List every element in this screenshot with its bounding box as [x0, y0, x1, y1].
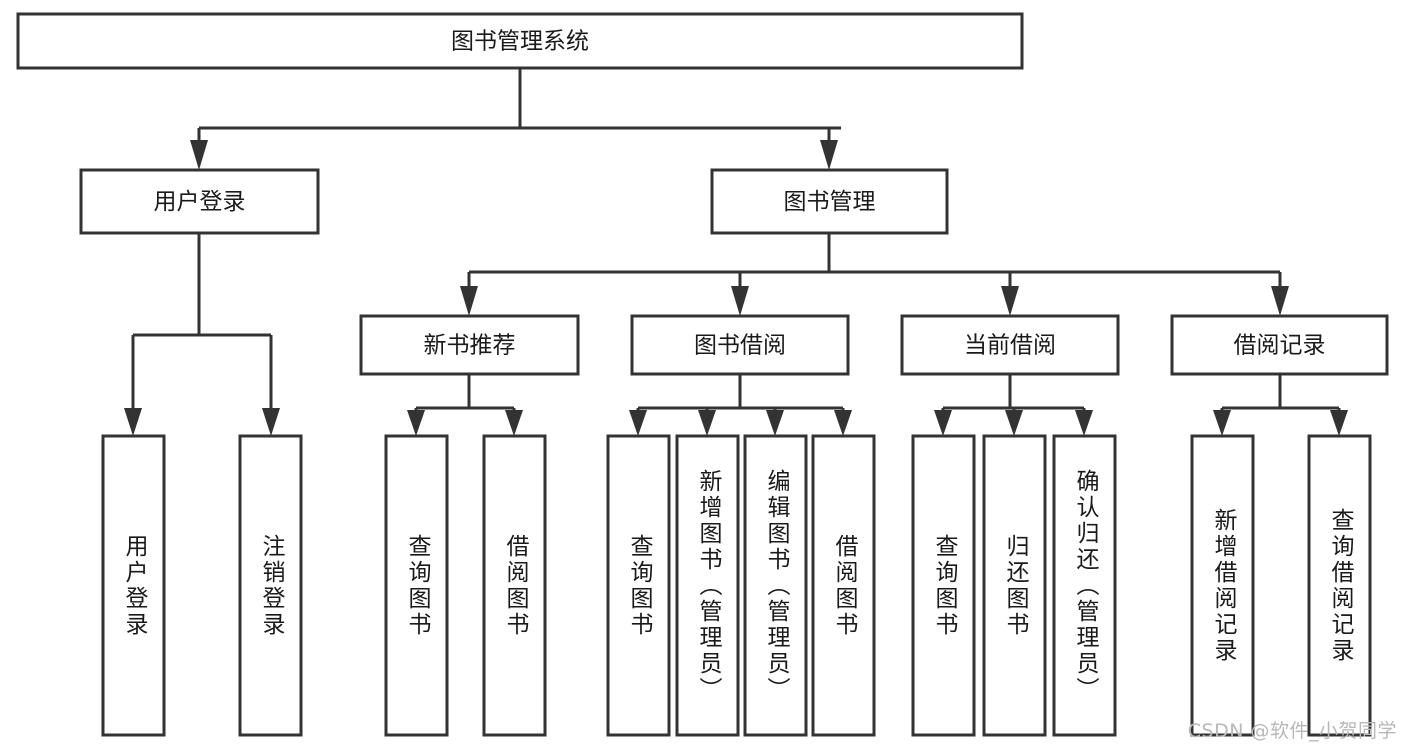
arrow-head-borrowrecord-leaf-1 — [1213, 410, 1231, 436]
arrow-head-leaf-logout — [262, 408, 280, 436]
node-root-label: 图书管理系统 — [451, 29, 589, 55]
arrow-head-borrowrecord-leaf-2 — [1330, 410, 1348, 436]
node-book-management[interactable]: 图书管理 — [710, 168, 949, 235]
arrow-head-bookborrow-leaf-2 — [698, 410, 716, 436]
arrow-head-currentborrow-leaf-1 — [934, 410, 952, 436]
arrow-head-newbook-leaf-2 — [505, 410, 523, 436]
node-book-management-label: 图书管理 — [784, 189, 876, 215]
node-level3-group: 新书推荐 图书借阅 当前借阅 借阅记录 — [359, 314, 1389, 376]
leaf-node-box[interactable] — [675, 434, 740, 737]
node-current-borrow-box[interactable] — [900, 314, 1120, 376]
leaf-node-box[interactable] — [743, 434, 808, 737]
arrow-head-current-borrow — [1001, 286, 1019, 316]
node-current-borrow[interactable]: 当前借阅 — [900, 314, 1120, 376]
node-user-login[interactable]: 用户登录 — [79, 168, 320, 235]
node-new-book-recommend[interactable]: 新书推荐 — [359, 314, 580, 376]
node-borrow-record-label: 借阅记录 — [1234, 333, 1326, 359]
arrow-head-book-manage — [820, 140, 838, 170]
connector-root-to-level2 — [190, 68, 841, 170]
leaf-node-box[interactable] — [811, 434, 876, 737]
connector-userlogin-to-leaves — [124, 233, 280, 436]
node-borrow-record[interactable]: 借阅记录 — [1170, 314, 1389, 376]
arrow-head-newbook-leaf-1 — [407, 410, 425, 436]
arrow-head-currentborrow-leaf-3 — [1075, 410, 1093, 436]
node-book-borrow[interactable]: 图书借阅 — [630, 314, 850, 376]
node-borrow-record-box[interactable] — [1170, 314, 1389, 376]
node-level2-group: 用户登录 图书管理 — [79, 168, 949, 235]
arrow-head-bookborrow-leaf-1 — [629, 410, 647, 436]
node-root-box[interactable] — [16, 12, 1024, 70]
connector-borrowrecord-to-leaves — [1213, 374, 1348, 436]
leaf-box-group — [101, 434, 1372, 737]
arrow-head-bookborrow-leaf-3 — [766, 410, 784, 436]
node-book-management-box[interactable] — [710, 168, 949, 235]
leaf-node-box[interactable] — [384, 434, 449, 737]
connector-bookborrow-to-leaves — [629, 374, 852, 436]
node-new-book-recommend-box[interactable] — [359, 314, 580, 376]
connector-bookmanage-to-level3 — [460, 233, 1289, 316]
leaf-node-box[interactable] — [1307, 434, 1372, 737]
connector-currentborrow-to-leaves — [934, 374, 1093, 436]
leaf-node-box[interactable] — [606, 434, 671, 737]
connector-newbook-to-leaves — [407, 374, 523, 436]
arrow-head-currentborrow-leaf-2 — [1005, 410, 1023, 436]
node-root[interactable]: 图书管理系统 — [16, 12, 1024, 70]
leaf-node-box[interactable] — [482, 434, 547, 737]
node-book-borrow-box[interactable] — [630, 314, 850, 376]
node-book-borrow-label: 图书借阅 — [694, 333, 786, 359]
leaf-node-box[interactable] — [1052, 434, 1117, 737]
leaf-node-box[interactable] — [911, 434, 976, 737]
arrow-head-borrow-record — [1271, 286, 1289, 316]
node-new-book-recommend-label: 新书推荐 — [424, 333, 516, 359]
arrow-head-leaf-user-login — [124, 408, 142, 436]
arrow-head-book-borrow — [731, 286, 749, 316]
leaf-node-box[interactable] — [982, 434, 1047, 737]
watermark-text: CSDN @软件_小贺同学 — [1187, 720, 1397, 742]
node-user-login-label: 用户登录 — [154, 189, 246, 215]
arrow-head-bookborrow-leaf-4 — [834, 410, 852, 436]
node-current-borrow-label: 当前借阅 — [964, 333, 1056, 359]
arrow-head-new-book-rec — [460, 286, 478, 316]
arrow-head-user-login — [190, 140, 208, 170]
leaf-node-box[interactable] — [101, 434, 166, 737]
leaf-node-box[interactable] — [1190, 434, 1255, 737]
leaf-node-box[interactable] — [238, 434, 303, 737]
